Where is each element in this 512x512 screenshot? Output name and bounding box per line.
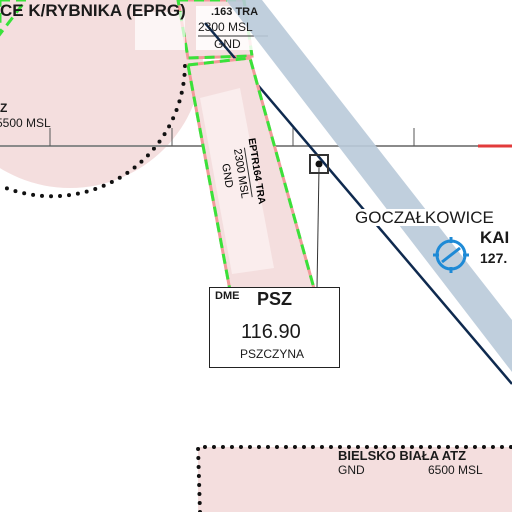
top-left-zone-corner bbox=[0, 0, 28, 37]
dme-type: DME bbox=[215, 290, 240, 302]
airport-name[interactable]: GOCZAŁKOWICE bbox=[355, 208, 494, 227]
airport-code: KAI bbox=[480, 228, 510, 247]
dme-ident: PSZ bbox=[257, 289, 293, 309]
tra163-lower: GND bbox=[214, 37, 241, 51]
airport-frequency: 127. bbox=[480, 250, 508, 266]
ctr-upper-limit: 5500 MSL bbox=[0, 116, 51, 130]
ctr-rybnik-name: CE K/RYBNIKA (EPRG) bbox=[0, 1, 186, 20]
dme-center-dot bbox=[315, 160, 323, 168]
dme-frequency: 116.90 bbox=[241, 321, 301, 343]
dme-info-box[interactable]: DME PSZ 116.90 PSZCZYNA bbox=[209, 287, 340, 368]
ctr-upper-prefix: Z bbox=[0, 101, 8, 115]
tra163-name: .163 TRA bbox=[211, 6, 259, 18]
airway-band bbox=[226, 0, 512, 372]
bielsko-atz-upper: 6500 MSL bbox=[428, 463, 483, 477]
bielsko-atz-lower: GND bbox=[338, 463, 365, 477]
dme-station-name: PSZCZYNA bbox=[240, 347, 305, 361]
bielsko-atz-name: BIELSKO BIAŁA ATZ bbox=[338, 448, 467, 463]
tra164-label-bg bbox=[200, 88, 274, 274]
airport-icon[interactable] bbox=[433, 237, 469, 273]
dme-leader-line bbox=[316, 167, 320, 289]
tra163-upper: 2300 MSL bbox=[198, 20, 253, 34]
ctr-rybnik-dotted-boundary bbox=[4, 64, 187, 199]
bielsko-atz-area bbox=[198, 447, 512, 512]
ctr-label-bg bbox=[135, 12, 185, 50]
